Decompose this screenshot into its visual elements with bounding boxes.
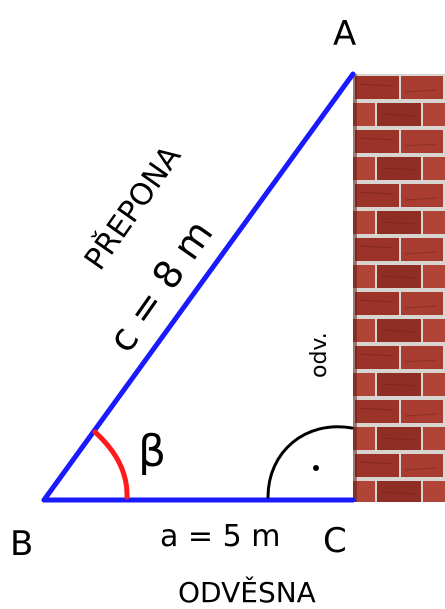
- vertex-c-label: C: [323, 521, 347, 561]
- brick-wall: [353, 74, 445, 502]
- bottom-title-label: ODVĚSNA: [178, 575, 316, 609]
- vertex-a-label: A: [333, 14, 356, 54]
- angle-beta-label: β: [138, 426, 166, 477]
- right-angle-dot: [313, 465, 319, 471]
- wall-side-label: odv.: [307, 332, 332, 378]
- hypotenuse-line: [41, 71, 356, 503]
- angle-beta-arc: [92, 429, 130, 500]
- vertex-b-label: B: [10, 524, 33, 564]
- right-angle-arc: [266, 425, 354, 499]
- bottom-length-label: a = 5 m: [160, 519, 280, 554]
- wall-shadow: [353, 74, 357, 502]
